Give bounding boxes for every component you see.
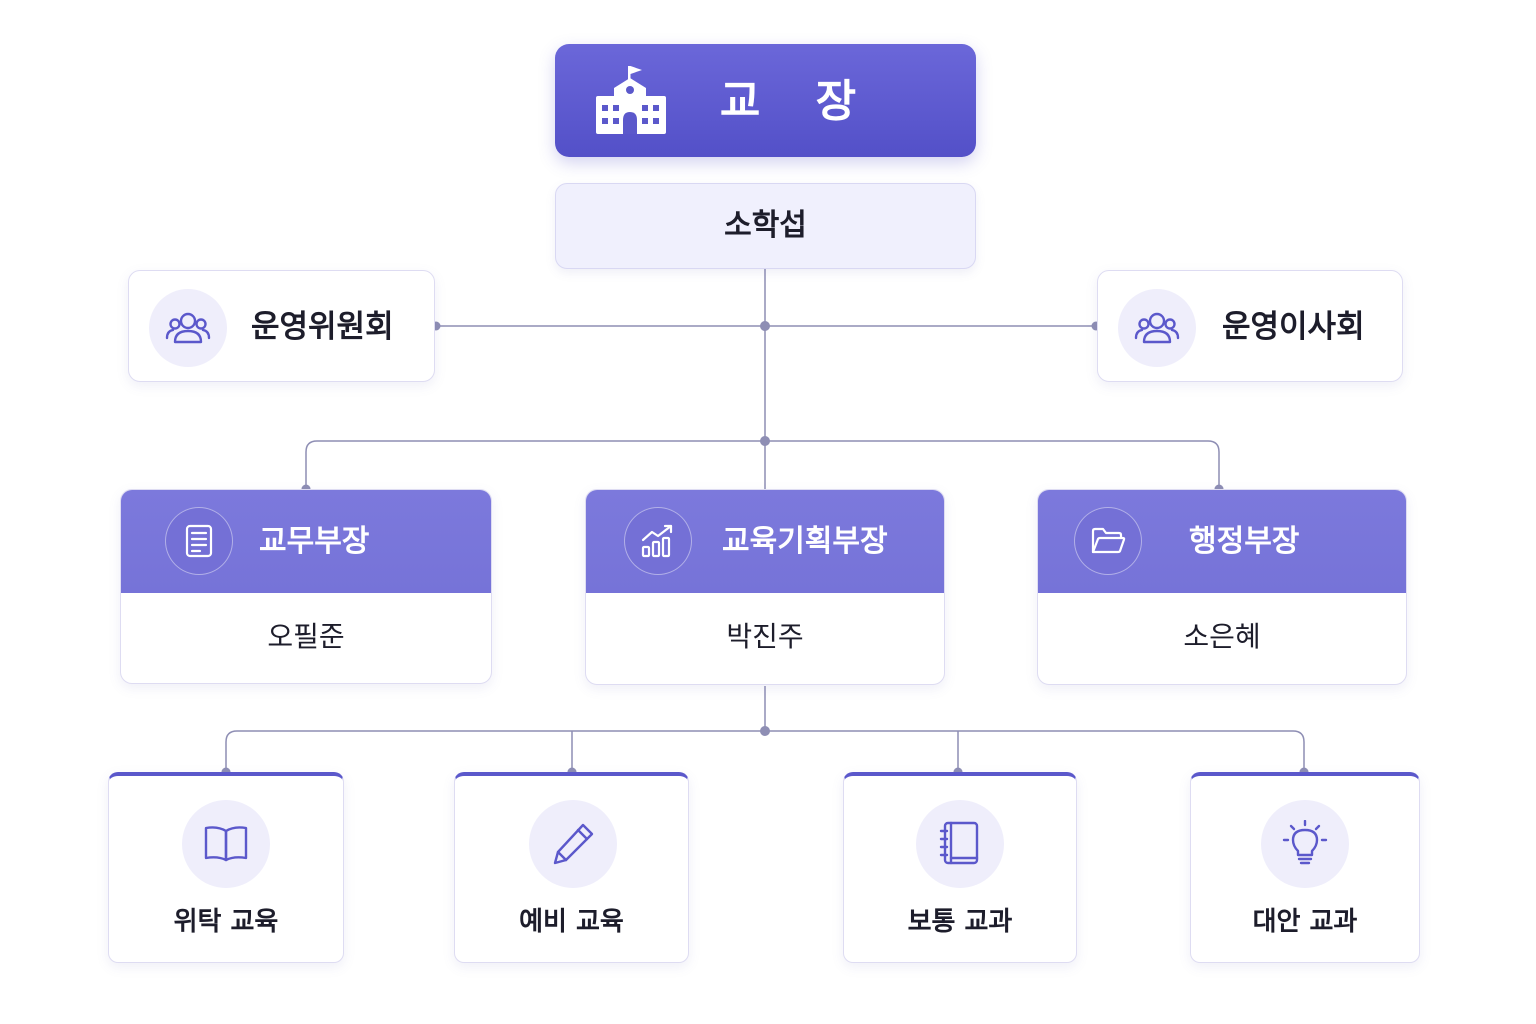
department-card-administration: 행정부장 소은혜: [1037, 489, 1407, 685]
people-group-icon: [165, 312, 211, 344]
committee-card-operation: 운영위원회: [128, 270, 435, 382]
department-icon-circle: [1074, 507, 1142, 575]
school-building-icon: [594, 66, 668, 136]
program-label: 예비 교육: [519, 907, 624, 937]
department-title: 교무부장: [259, 524, 370, 559]
department-title: 행정부장: [1189, 524, 1300, 559]
program-card-alternative: 대안 교과: [1190, 772, 1420, 963]
committee-label: 운영이사회: [1222, 309, 1365, 345]
department-title: 교육기획부장: [722, 524, 888, 559]
department-card-planning: 교육기획부장 박진주: [585, 489, 945, 685]
lightbulb-icon: [1282, 820, 1328, 865]
program-branch-line: [225, 730, 1305, 772]
program-card-consignment: 위탁 교육: [108, 772, 344, 963]
program-card-preliminary: 예비 교육: [454, 772, 689, 963]
program-icon-circle: [529, 800, 617, 888]
department-header: 교육기획부장: [586, 490, 944, 593]
program-label: 대안 교과: [1252, 907, 1358, 937]
department-header: 교무부장: [121, 490, 491, 593]
committee-icon-circle: [1118, 289, 1196, 367]
pencil-icon: [553, 823, 594, 865]
program-card-general: 보통 교과: [843, 772, 1077, 963]
program-label: 보통 교과: [907, 907, 1013, 937]
program-icon-circle: [916, 800, 1004, 888]
department-branch-line: [305, 440, 1220, 489]
department-icon-circle: [624, 507, 692, 575]
program-icon-circle: [1261, 800, 1349, 888]
principal-title: 교 장: [719, 76, 877, 127]
open-book-icon: [204, 826, 248, 862]
notebook-icon: [939, 821, 979, 865]
junction-dot: [760, 321, 770, 331]
committee-card-board: 운영이사회: [1097, 270, 1403, 382]
chart-growth-icon: [641, 524, 673, 558]
people-group-icon: [1134, 312, 1180, 344]
junction-dot: [760, 726, 770, 736]
department-card-academic: 교무부장 오필준: [120, 489, 492, 684]
department-person: 오필준: [267, 620, 345, 653]
junction-dot: [760, 436, 770, 446]
department-icon-circle: [165, 507, 233, 575]
program-label: 위탁 교육: [173, 907, 279, 937]
department-person: 박진주: [726, 620, 804, 653]
department-header: 행정부장: [1038, 490, 1406, 593]
department-person: 소은혜: [1183, 620, 1261, 653]
folder-icon: [1091, 527, 1126, 554]
committee-icon-circle: [149, 289, 227, 367]
committee-label: 운영위원회: [251, 309, 394, 345]
document-icon: [185, 524, 213, 558]
program-icon-circle: [182, 800, 270, 888]
principal-name-box: 소학섭: [555, 183, 976, 269]
